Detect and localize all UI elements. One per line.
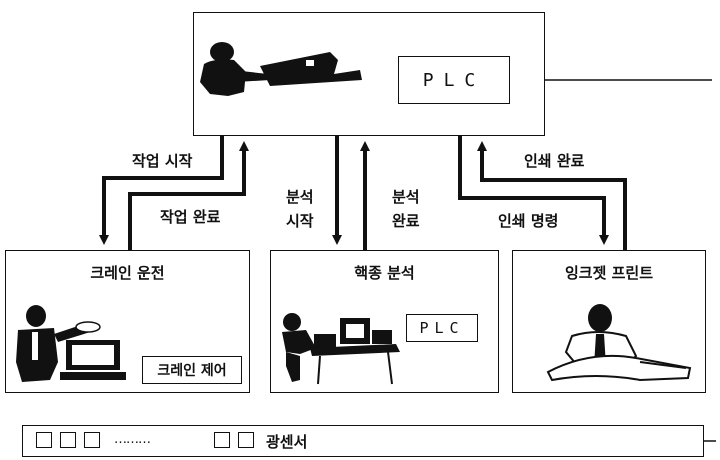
- crane-complete-arrow: [128, 141, 249, 250]
- crane-start-label: 작업 시작: [132, 152, 193, 170]
- crane-station-title: 크레인 운전: [90, 264, 165, 282]
- print-complete-label: 인쇄 완료: [524, 152, 585, 170]
- sensor-bar-label: 광센서: [266, 433, 308, 451]
- print-complete-arrow: [477, 141, 627, 250]
- crane-control-label: 크레인 제어: [157, 363, 227, 379]
- top-plc-label: PLC: [422, 69, 486, 91]
- sensor-square-1: [36, 432, 52, 448]
- sensor-square-4: [214, 432, 230, 448]
- analysis-plc-label: PLC: [419, 319, 465, 337]
- crane-control-box: 크레인 제어: [142, 356, 242, 384]
- optical-sensor-bar: [22, 425, 704, 457]
- sensor-square-3: [84, 432, 100, 448]
- analysis-complete-label-2: 완료: [392, 212, 420, 230]
- analysis-station-title: 핵종 분석: [354, 264, 415, 282]
- analysis-complete-label-1: 분석: [392, 188, 420, 206]
- print-command-label: 인쇄 명령: [498, 212, 559, 230]
- print-command-arrow: [458, 136, 609, 245]
- crane-start-arrow: [99, 136, 224, 245]
- sensor-square-2: [60, 432, 76, 448]
- sensor-ellipsis: ………: [114, 432, 151, 447]
- top-plc-box: PLC: [398, 56, 510, 104]
- crane-complete-label: 작업 완료: [160, 208, 221, 226]
- analysis-start-label-2: 시작: [286, 212, 314, 230]
- analysis-start-label-1: 분석: [286, 188, 314, 206]
- inkjet-station-title: 잉크젯 프린트: [564, 264, 654, 282]
- analysis-plc-box: PLC: [406, 314, 478, 342]
- sensor-square-5: [238, 432, 254, 448]
